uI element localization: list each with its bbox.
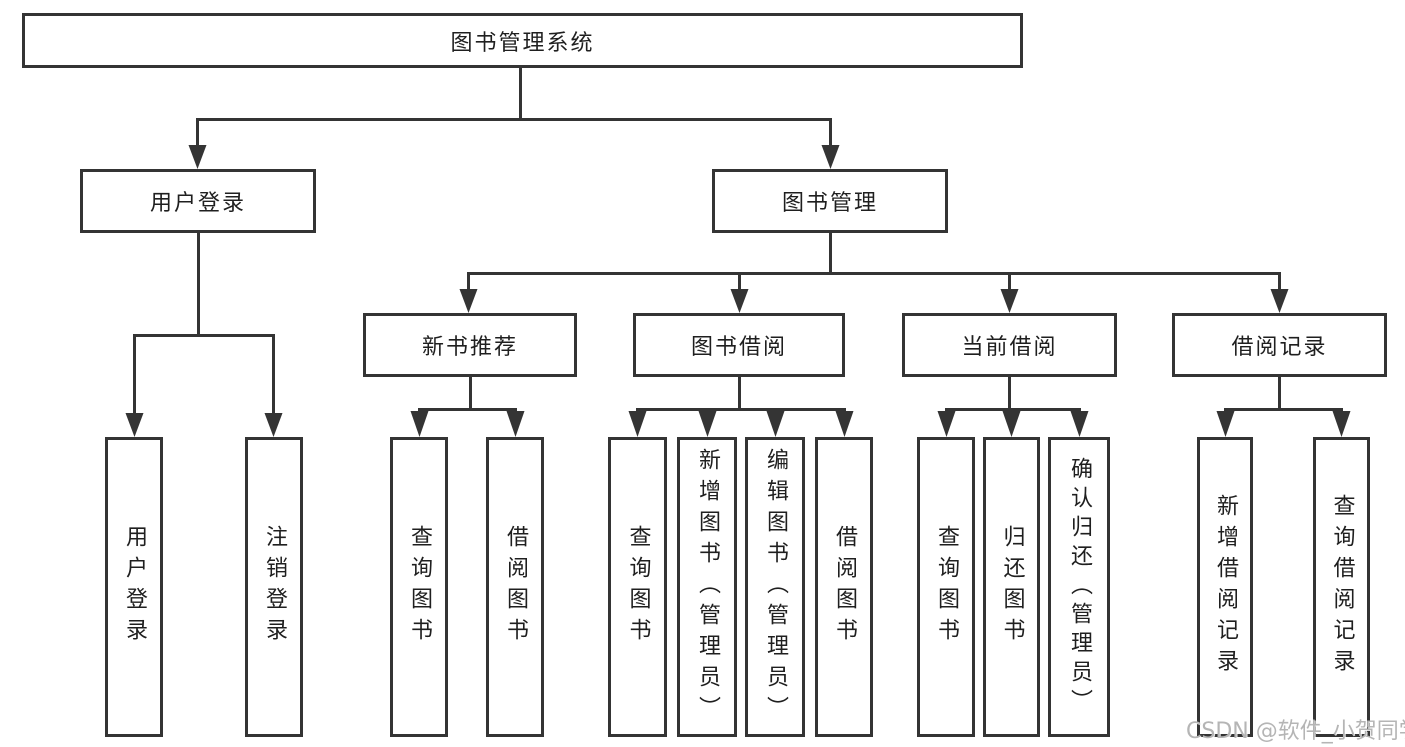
leaf-newbook-borrow-books: 借阅图书: [486, 437, 544, 737]
arrowheads-current-leaves: [937, 411, 1089, 437]
leaf-current-query-books: 查询图书: [917, 437, 975, 737]
leaf-record-add-borrow-record-label: 新增借阅记录: [1213, 494, 1238, 680]
connector-record-to-leaves: [1224, 377, 1343, 414]
node-book-management-label: 图书管理: [781, 191, 878, 216]
leaf-newbook-query-books-label: 查询图书: [407, 525, 432, 649]
arrowheads-login-leaves: [125, 413, 283, 437]
node-current-borrow: 当前借阅: [902, 313, 1117, 377]
node-user-login-label: 用户登录: [149, 191, 246, 216]
node-new-book-recommend: 新书推荐: [363, 313, 577, 377]
leaf-logout: 注销登录: [245, 437, 303, 737]
leaf-current-query-books-label: 查询图书: [934, 525, 959, 649]
connector-management-to-level3: [467, 233, 1281, 290]
node-book-borrow-label: 图书借阅: [690, 335, 787, 360]
leaf-borrow-borrow-books-label: 借阅图书: [832, 525, 857, 649]
leaf-user-login: 用户登录: [105, 437, 163, 737]
leaf-record-query-borrow-record: 查询借阅记录: [1313, 437, 1370, 737]
arrowheads-borrow-leaves: [628, 411, 854, 437]
arrowheads-level3: [459, 289, 1289, 313]
connector-current-to-leaves: [945, 377, 1081, 414]
connector-borrow-to-leaves: [636, 377, 846, 414]
leaf-current-return-books: 归还图书: [983, 437, 1040, 737]
leaf-borrow-borrow-books: 借阅图书: [815, 437, 873, 737]
node-library-system-root: 图书管理系统: [22, 13, 1023, 68]
leaf-borrow-add-books-admin-label: 新增图书（管理员）: [695, 447, 720, 727]
node-library-system-root-label: 图书管理系统: [450, 30, 595, 56]
node-book-management: 图书管理: [712, 169, 948, 233]
connector-root-to-level2: [196, 68, 832, 146]
node-book-borrow: 图书借阅: [633, 313, 845, 377]
node-user-login: 用户登录: [80, 169, 316, 233]
arrowheads-level2: [188, 145, 840, 169]
connector-login-to-leaves: [133, 233, 275, 414]
arrowheads-newbook-leaves: [410, 411, 525, 437]
leaf-current-confirm-return-admin: 确认归还（管理员）: [1048, 437, 1110, 737]
leaf-record-add-borrow-record: 新增借阅记录: [1197, 437, 1253, 737]
node-current-borrow-label: 当前借阅: [961, 335, 1058, 360]
leaf-newbook-borrow-books-label: 借阅图书: [503, 525, 528, 649]
leaf-borrow-add-books-admin: 新增图书（管理员）: [677, 437, 737, 737]
leaf-borrow-edit-books-admin: 编辑图书（管理员）: [745, 437, 805, 737]
node-new-book-recommend-label: 新书推荐: [421, 335, 518, 360]
node-borrow-record: 借阅记录: [1172, 313, 1387, 377]
connector-newbook-to-leaves: [418, 377, 517, 414]
leaf-user-login-label: 用户登录: [122, 525, 147, 649]
arrowheads-record-leaves: [1216, 411, 1351, 437]
leaf-current-return-books-label: 归还图书: [999, 525, 1025, 649]
leaf-borrow-query-books: 查询图书: [608, 437, 667, 737]
leaf-borrow-edit-books-admin-label: 编辑图书（管理员）: [763, 447, 788, 727]
leaf-record-query-borrow-record-label: 查询借阅记录: [1329, 494, 1355, 680]
leaf-borrow-query-books-label: 查询图书: [625, 525, 651, 649]
node-borrow-record-label: 借阅记录: [1231, 335, 1328, 360]
leaf-logout-label: 注销登录: [262, 525, 287, 649]
csdn-watermark: CSDN @软件_小贺同学: [1186, 719, 1405, 744]
leaf-newbook-query-books: 查询图书: [390, 437, 448, 737]
leaf-current-confirm-return-admin-label: 确认归还（管理员）: [1067, 456, 1092, 718]
